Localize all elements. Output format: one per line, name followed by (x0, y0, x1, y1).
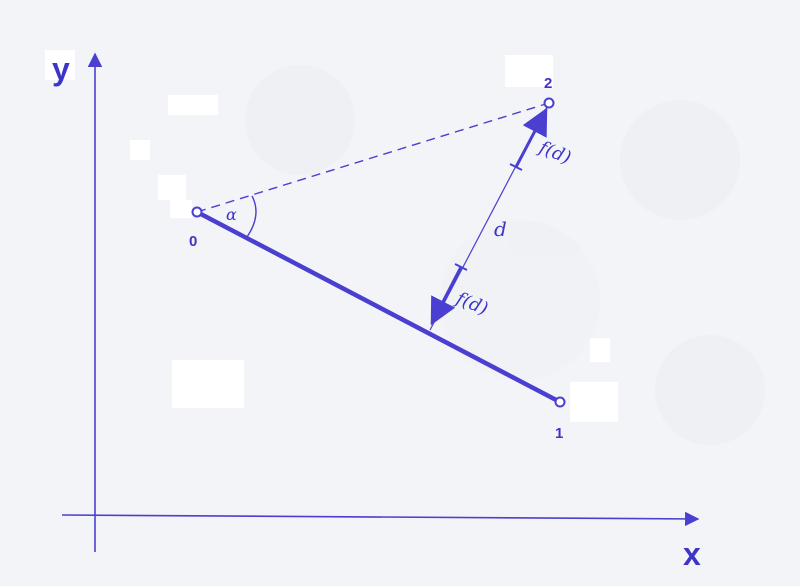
x-axis (61, 511, 700, 527)
paper-texture (245, 65, 765, 445)
point-2 (543, 97, 555, 109)
force-arrow-2 (514, 107, 548, 168)
distance-label: d (494, 217, 507, 241)
point-0 (191, 206, 203, 218)
point-0-label: 0 (189, 233, 197, 250)
point-2-label: 2 (544, 75, 552, 92)
angle-label: α (226, 205, 237, 224)
axes: y x (52, 51, 701, 572)
force-arrow-line (430, 266, 463, 326)
angle-arc (246, 195, 257, 238)
y-axis-label: y (52, 51, 70, 87)
dashed-line-0-2 (196, 102, 550, 213)
white-patches (45, 50, 618, 422)
segment-0-1 (195, 210, 562, 404)
force-label-2: f(d) (534, 136, 574, 168)
point-1-label: 1 (555, 425, 563, 442)
x-axis-label: x (683, 536, 701, 572)
point-1 (554, 396, 566, 408)
